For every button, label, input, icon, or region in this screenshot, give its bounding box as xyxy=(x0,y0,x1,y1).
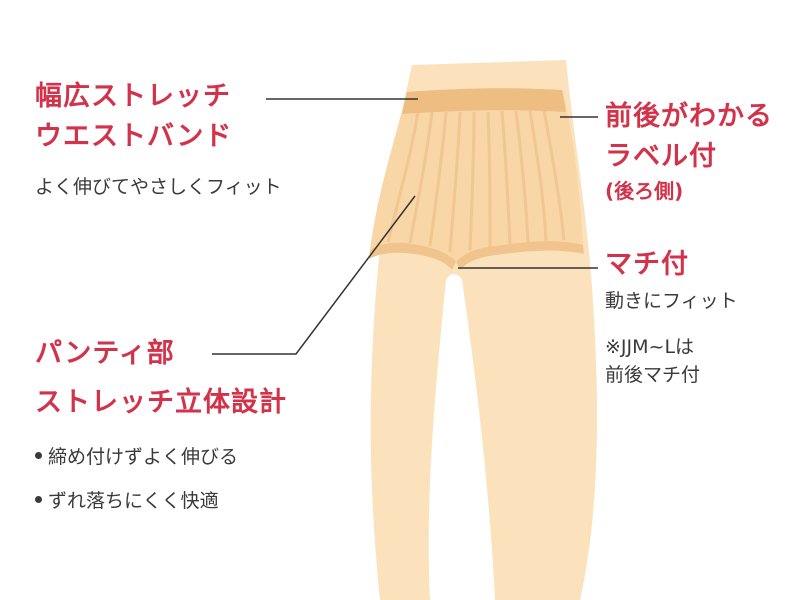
gusset-note-line2: 前後マチ付 xyxy=(605,364,701,386)
waistband xyxy=(402,88,566,114)
leader-lines xyxy=(212,98,598,355)
label-note: (後ろ側) xyxy=(605,179,684,203)
panty-title-line2: ストレッチ立体設計 xyxy=(35,387,287,418)
leg-band-right xyxy=(456,241,584,270)
panty-bullet-1-text: 締め付けずよく伸びる xyxy=(48,446,239,468)
gusset-description: 動きにフィット xyxy=(605,290,738,312)
panty-bullet-2: ずれ落ちにくく快適 xyxy=(35,487,219,515)
panty-bullet-2-text: ずれ落ちにくく快適 xyxy=(48,490,219,512)
panty-bullet-1: 締め付けずよく伸びる xyxy=(35,443,238,471)
leader-panty xyxy=(212,195,416,355)
panty-body xyxy=(370,90,583,262)
waistband-title-line2: ウエストバンド xyxy=(35,121,233,152)
label-title-line1: 前後がわかる xyxy=(605,101,773,132)
waistband-title-line1: 幅広ストレッチ xyxy=(35,81,231,112)
gusset-title: マチ付 xyxy=(605,249,689,280)
bullet-dot-icon xyxy=(35,452,42,459)
panty-title-line1: パンティ部 xyxy=(35,338,175,369)
waistband-description: よく伸びてやさしくフィット xyxy=(35,176,282,198)
leg-band-left xyxy=(369,242,456,270)
bullet-dot-icon xyxy=(35,496,42,503)
panty-rib-stripes xyxy=(386,109,566,253)
gusset-note-line1: ※JJM~Lは xyxy=(605,336,695,358)
label-title-line2: ラベル付 xyxy=(605,141,717,172)
